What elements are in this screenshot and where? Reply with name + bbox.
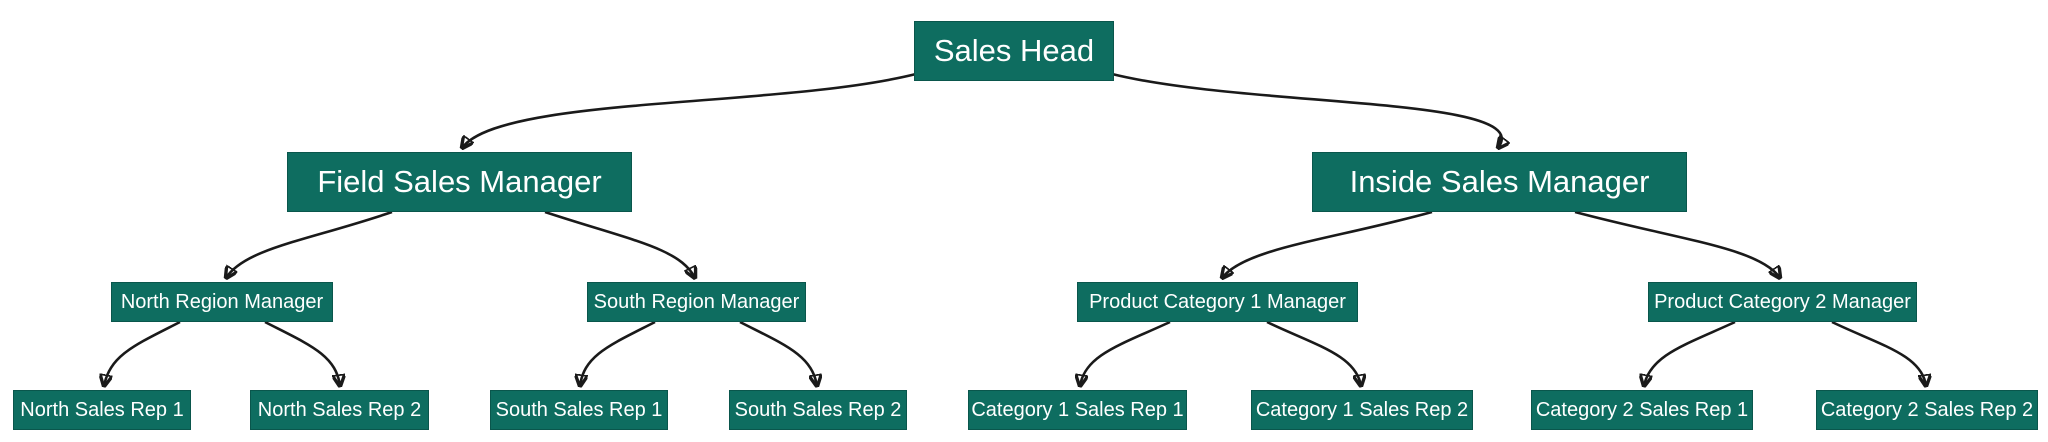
node-north-sales-rep-1-label: North Sales Rep 1: [20, 398, 184, 421]
edge-sales-head-to-field-sales-manager: [462, 72, 917, 148]
node-category-1-sales-rep-2-label: Category 1 Sales Rep 2: [1255, 398, 1469, 421]
edge-cat1-manager-to-cat1-rep-1: [1080, 320, 1171, 386]
node-north-sales-rep-2-label: North Sales Rep 2: [257, 398, 422, 421]
node-product-category-2-manager-label: Product Category 2 Manager: [1654, 290, 1911, 313]
edge-south-region-to-south-rep-2: [739, 320, 817, 386]
node-category-2-sales-rep-1: Category 2 Sales Rep 1: [1531, 390, 1753, 430]
node-sales-head: Sales Head: [914, 21, 1114, 81]
edge-north-region-to-north-rep-1: [104, 320, 181, 386]
edge-field-to-south-region: [544, 210, 695, 278]
node-category-2-sales-rep-2-label: Category 2 Sales Rep 2: [1820, 398, 2034, 421]
edge-cat2-manager-to-cat2-rep-1: [1644, 320, 1736, 386]
node-north-region-manager: North Region Manager: [111, 282, 333, 322]
edge-south-region-to-south-rep-1: [580, 320, 656, 386]
edge-cat1-manager-to-cat1-rep-2: [1266, 320, 1361, 386]
node-product-category-2-manager: Product Category 2 Manager: [1648, 282, 1917, 322]
node-category-1-sales-rep-1-label: Category 1 Sales Rep 1: [971, 398, 1184, 421]
node-north-region-manager-label: North Region Manager: [120, 290, 324, 313]
node-north-sales-rep-1: North Sales Rep 1: [13, 390, 191, 430]
node-south-sales-rep-2-label: South Sales Rep 2: [734, 398, 902, 421]
node-category-2-sales-rep-1-label: Category 2 Sales Rep 1: [1535, 398, 1749, 421]
node-south-sales-rep-2: South Sales Rep 2: [729, 390, 907, 430]
node-inside-sales-manager: Inside Sales Manager: [1312, 152, 1687, 212]
edge-inside-to-product-category-2: [1574, 210, 1780, 278]
edge-inside-to-product-category-1: [1222, 210, 1433, 278]
node-south-region-manager-label: South Region Manager: [593, 290, 800, 313]
node-south-region-manager: South Region Manager: [587, 282, 806, 322]
node-north-sales-rep-2: North Sales Rep 2: [250, 390, 429, 430]
node-category-1-sales-rep-2: Category 1 Sales Rep 2: [1251, 390, 1473, 430]
edge-sales-head-to-inside-sales-manager: [1111, 72, 1502, 148]
node-sales-head-label: Sales Head: [933, 33, 1095, 68]
node-product-category-1-manager: Product Category 1 Manager: [1077, 282, 1358, 322]
node-product-category-1-manager-label: Product Category 1 Manager: [1089, 290, 1346, 313]
node-south-sales-rep-1: South Sales Rep 1: [490, 390, 668, 430]
node-category-1-sales-rep-1: Category 1 Sales Rep 1: [968, 390, 1187, 430]
node-inside-sales-manager-label: Inside Sales Manager: [1349, 164, 1650, 199]
edge-north-region-to-north-rep-2: [264, 320, 340, 386]
node-field-sales-manager-label: Field Sales Manager: [317, 164, 602, 199]
node-field-sales-manager: Field Sales Manager: [287, 152, 632, 212]
edge-cat2-manager-to-cat2-rep-2: [1831, 320, 1926, 386]
node-south-sales-rep-1-label: South Sales Rep 1: [495, 398, 663, 421]
node-category-2-sales-rep-2: Category 2 Sales Rep 2: [1816, 390, 2038, 430]
edge-field-to-north-region: [226, 210, 393, 278]
